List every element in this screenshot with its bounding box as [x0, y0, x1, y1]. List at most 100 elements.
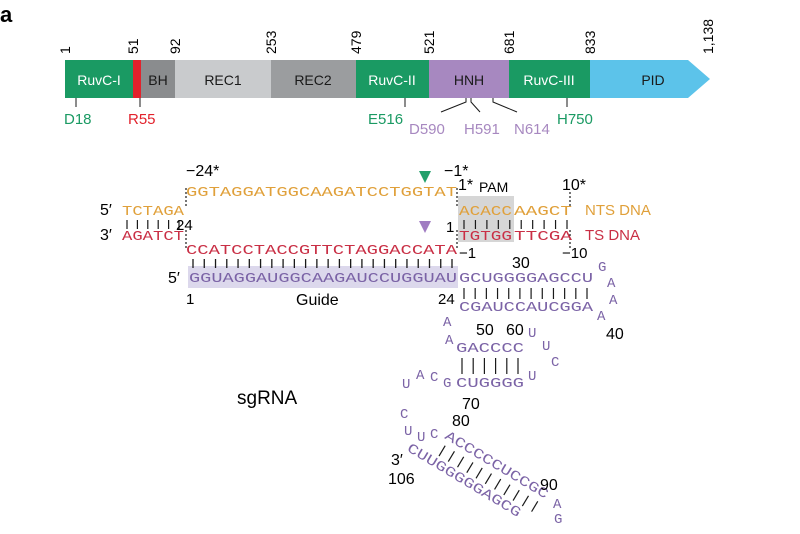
position-label: 253 — [263, 30, 279, 54]
loop1-base: A — [597, 309, 606, 325]
guide-label: Guide — [296, 292, 339, 309]
domain-ruvc-iii — [509, 60, 590, 98]
residue-label-d590: D590 — [409, 121, 445, 138]
sgrna-number: 1 — [186, 291, 194, 308]
left-bulge-base: C — [430, 370, 438, 386]
loop1-base: A — [609, 293, 618, 309]
domain-label-bh: BH — [148, 72, 167, 88]
base-pair-tick — [438, 445, 446, 457]
domain-bar: RuvC-I BH REC1 REC2 RuvC-II HNH RuvC-III… — [57, 19, 716, 138]
panel-label: a — [0, 2, 13, 27]
guide-highlight — [188, 266, 458, 288]
cu-base: C — [400, 407, 408, 423]
domain-red-segment — [133, 60, 141, 98]
residue-label-r55: R55 — [128, 111, 156, 128]
sgrna-number: 40 — [606, 326, 624, 343]
domain-hnh — [429, 60, 509, 98]
nts-label: NTS DNA — [585, 202, 651, 219]
loop2-base: C — [551, 355, 559, 371]
domain-pid — [590, 60, 710, 98]
right-side-base: U — [528, 369, 536, 385]
nts-five-prime: 5′ — [100, 202, 112, 219]
loop1-base: G — [598, 260, 606, 276]
ts-flank-seq: AGATCT — [122, 229, 184, 245]
domain-label-ruvc-iii: RuvC-III — [523, 72, 574, 88]
loop2-base: U — [542, 339, 550, 355]
sgrna-number: 30 — [512, 255, 530, 272]
left-bulge-base: A — [416, 368, 425, 384]
pam-highlight — [458, 196, 514, 242]
junction-base: A — [445, 333, 454, 349]
left-bulge-base: G — [443, 376, 451, 392]
sgrna-number: 80 — [452, 413, 470, 430]
domain-label-rec2: REC2 — [294, 72, 332, 88]
domain-ruvc-ii — [356, 60, 429, 98]
position-label: 1,138 — [700, 19, 716, 54]
position-label: 479 — [348, 30, 364, 54]
ts-protospacer-seq: CCATCCTACCGTTCTAGGACCATA — [186, 243, 458, 259]
base-pair-tick — [512, 489, 520, 501]
sgrna-number: 70 — [462, 396, 480, 413]
sgrna-number: 60 — [506, 322, 524, 339]
residue-label-d18: D18 — [64, 111, 92, 128]
loop2-base: U — [528, 326, 536, 342]
position-label: 1 — [57, 46, 73, 54]
residue-label-h750: H750 — [557, 111, 593, 128]
loop1-base: A — [607, 276, 616, 292]
dna-number: −1 — [459, 245, 476, 262]
ts-pam-seq: TGTGG — [459, 229, 512, 245]
base-pair-tick — [503, 484, 511, 496]
residue-label-h591: H591 — [464, 121, 500, 138]
stem2-top-seq: GACCCC — [456, 341, 524, 357]
stem1-top-seq: GCUGGGGAGCCU — [459, 271, 593, 287]
domain-label-rec1: REC1 — [204, 72, 242, 88]
sgrna-number: 106 — [388, 471, 415, 488]
dna-number: −1* — [444, 163, 468, 180]
cu-base: C — [430, 427, 438, 443]
position-label: 92 — [167, 38, 183, 54]
base-pair-tick — [484, 473, 492, 485]
ts-tail-seq: TTCGA — [514, 229, 573, 245]
sgrna-label: sgRNA — [237, 388, 298, 409]
sgrna: 5′ GGUAGGAUGGCAAGAUCCUGGUAU 1 Guide 24 3… — [168, 255, 624, 528]
base-pair-tick — [475, 467, 483, 479]
sgrna-five-prime: 5′ — [168, 270, 180, 287]
stem1-bottom-seq: CGAUCCAUCGGA — [459, 300, 594, 316]
nts-flank-seq: TCTAGA — [122, 204, 185, 220]
dna-number: −10 — [562, 245, 587, 262]
junction-base: A — [443, 315, 452, 331]
domain-rec1 — [175, 60, 271, 98]
base-pair-tick — [457, 456, 465, 468]
base-pair-tick — [494, 478, 502, 490]
cu-base: U — [404, 424, 412, 440]
pam-label: PAM — [479, 179, 508, 195]
dna-number: 1* — [458, 177, 473, 194]
position-label: 51 — [125, 38, 141, 54]
sgrna-number: 50 — [476, 322, 494, 339]
dna-number: −24* — [186, 163, 219, 180]
position-label: 833 — [582, 30, 598, 54]
base-pair-tick — [466, 462, 474, 474]
guide-seq: GGUAGGAUGGCAAGAUCCUGGUAU — [189, 271, 457, 287]
nts-protospacer-seq: GGTAGGATGGCAAGATCCTGGTAT — [186, 185, 457, 201]
dna-number: 24 — [176, 217, 193, 234]
dna-duplex: −24* −1* 1* PAM 10* 5′ TCTAGA GGTAGGATGG… — [100, 163, 651, 288]
domain-label-pid: PID — [641, 72, 664, 88]
domain-bh — [141, 60, 175, 98]
base-pair-tick — [447, 450, 455, 462]
sgrna-number: 24 — [438, 291, 455, 308]
nts-pam-seq: ACACC — [459, 204, 512, 220]
position-label: 521 — [421, 30, 437, 54]
base-pair-tick — [521, 495, 530, 507]
ts-three-prime: 3′ — [100, 227, 112, 244]
domain-rec2 — [271, 60, 356, 98]
domain-ruvc-i — [65, 60, 133, 98]
domain-label-hnh: HNH — [454, 72, 484, 88]
residue-label-n614: N614 — [514, 121, 550, 138]
left-bulge-base: U — [402, 377, 410, 393]
dna-number: 10* — [562, 177, 586, 194]
cu-base: U — [417, 430, 425, 446]
dna-number: 1 — [446, 219, 454, 236]
